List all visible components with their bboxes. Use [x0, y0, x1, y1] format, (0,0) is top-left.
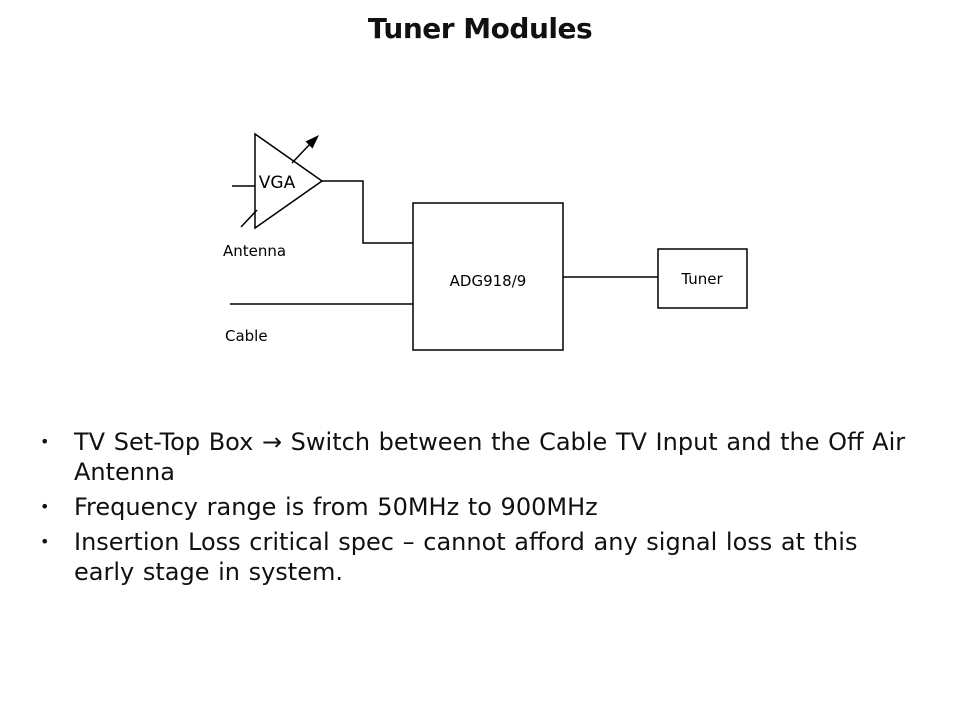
gain-arrow-shaft: [291, 143, 311, 164]
bullet-text-line: Frequency range is from 50MHz to 900MHz: [74, 493, 598, 521]
list-item: • TV Set-Top Box → Switch between the Ca…: [38, 427, 928, 487]
vga-variable-slash-line: [240, 209, 258, 228]
bullet-text: Insertion Loss critical spec – cannot af…: [74, 527, 928, 587]
vga-to-switch-connector: [322, 180, 413, 244]
bullet-text: TV Set-Top Box → Switch between the Cabl…: [74, 427, 928, 487]
tuner-box-label: Tuner: [680, 270, 723, 288]
switch-box-label: ADG918/9: [450, 272, 527, 290]
bullet-marker: •: [40, 497, 50, 516]
gain-arrow-head-icon: [305, 135, 319, 149]
bullet-text-line: TV Set-Top Box → Switch between the Cabl…: [74, 428, 906, 456]
bullet-text-line: Insertion Loss critical spec – cannot af…: [74, 528, 858, 556]
list-item: • Frequency range is from 50MHz to 900MH…: [38, 492, 928, 522]
tuner-box: [657, 248, 748, 309]
list-item: • Insertion Loss critical spec – cannot …: [38, 527, 928, 587]
bullet-text: Frequency range is from 50MHz to 900MHz: [74, 492, 928, 522]
bullet-marker: •: [40, 432, 50, 451]
bullet-text-line: Antenna: [74, 458, 175, 486]
bullet-text-line: early stage in system.: [74, 558, 343, 586]
bullet-marker: •: [40, 532, 50, 551]
cable-label: Cable: [225, 327, 268, 345]
antenna-label: Antenna: [223, 242, 286, 260]
vga-amplifier-triangle-icon: [254, 132, 324, 230]
bullet-list: • TV Set-Top Box → Switch between the Ca…: [38, 427, 928, 592]
vga-label: VGA: [259, 173, 296, 193]
page-title: Tuner Modules: [367, 12, 593, 45]
